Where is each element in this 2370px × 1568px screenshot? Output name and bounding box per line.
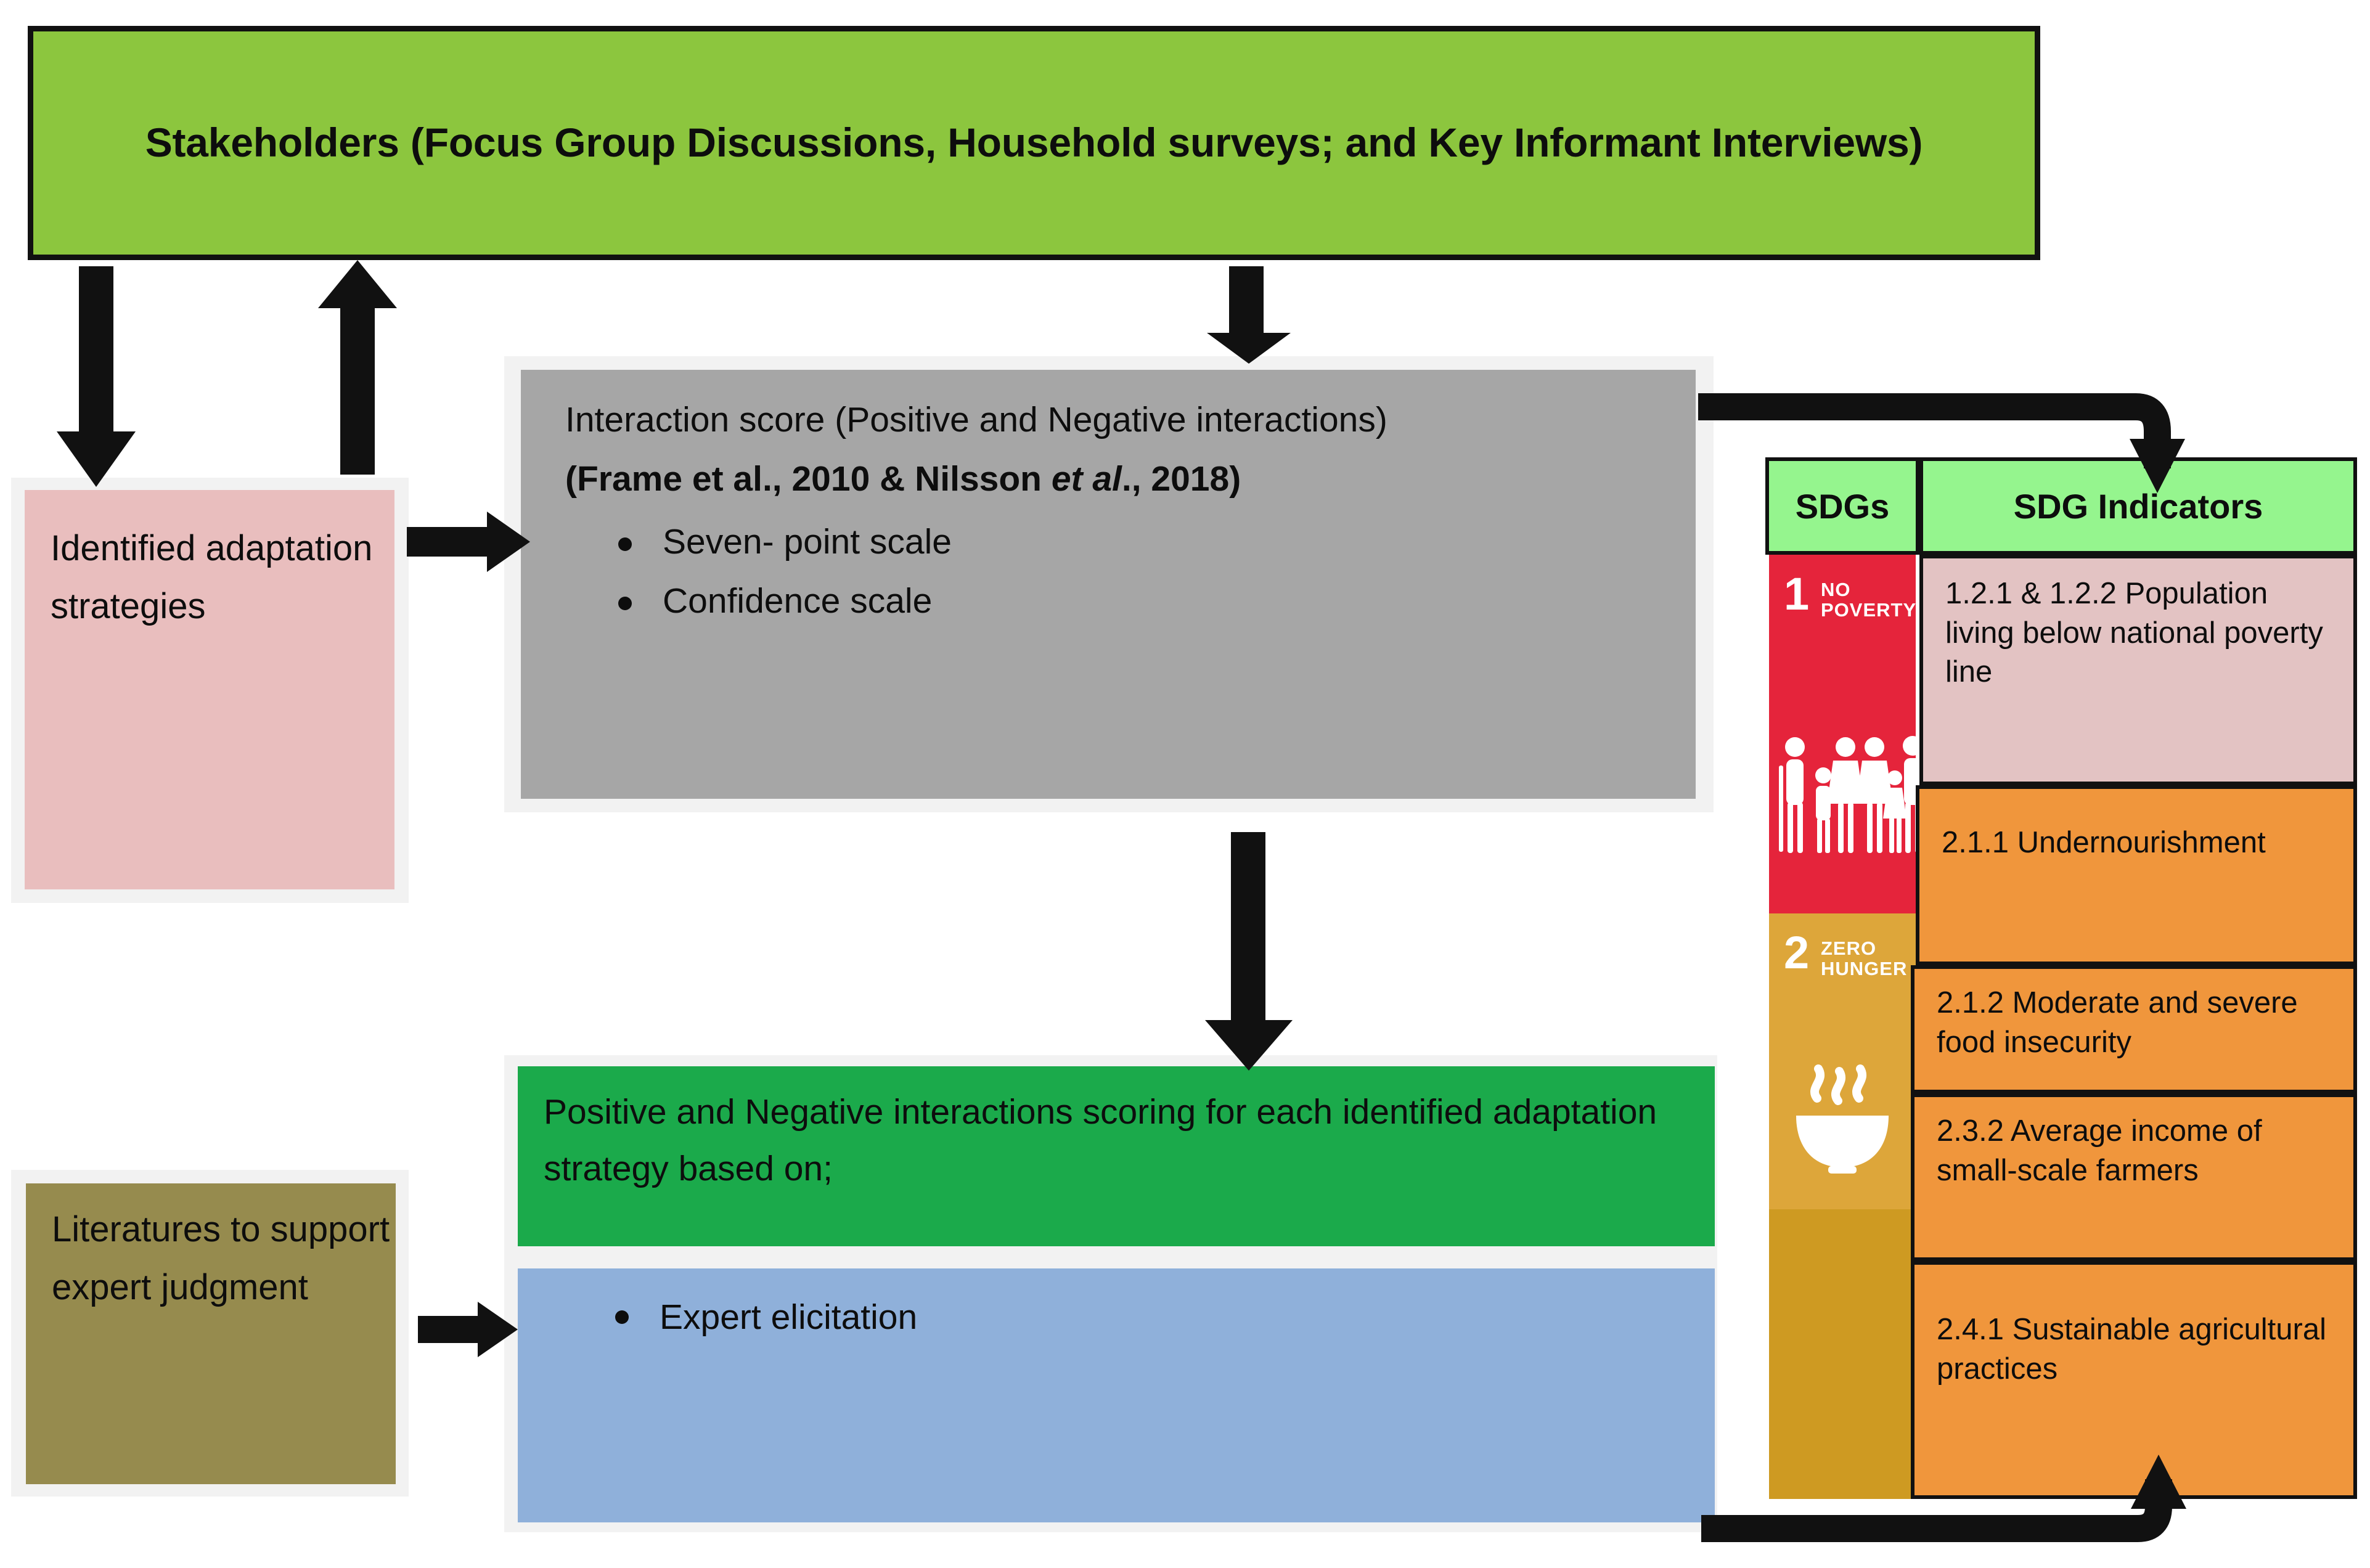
sdg-indicator-row-3: 2.1.2 Moderate and severe food insecurit… [1911,965,2357,1093]
sdg-indicator-row-1: 1.2.1 & 1.2.2 Population living below na… [1919,555,2357,785]
list-item: Confidence scale [618,582,1696,620]
sdg-table: SDGs SDG Indicators 1 NO POVERTY [1765,457,2357,1499]
identified-strategies-label: Identified adaptation strategies [51,528,373,626]
arrow-stakeholders-to-strategies [57,266,136,487]
stakeholders-title: Stakeholders (Focus Group Discussions, H… [145,120,1923,166]
sdg-goal-2-number: 2 [1784,927,1810,978]
sdg-indicator-label: 2.1.1 Undernourishment [1942,826,2266,859]
sdg-table-header-goals: SDGs [1765,457,1919,555]
list-item: Expert elicitation [615,1297,1715,1337]
sdg-goal-2-label: ZERO HUNGER [1821,938,1907,979]
sdg-goal-1-number: 1 [1784,568,1810,619]
sdg-goal-2-line1: ZERO [1821,937,1877,959]
interaction-score-bullet-list: Seven- point scale Confidence scale [521,523,1696,620]
expert-elicitation-box: Expert elicitation [518,1268,1715,1522]
citation-et-al: et al [1051,459,1122,499]
literatures-box: Literatures to support expert judgment [26,1183,396,1484]
list-item: Seven- point scale [618,523,1696,561]
sdg-goal-1-line1: NO [1821,579,1851,600]
sdg-indicator-row-5: 2.4.1 Sustainable agricultural practices [1911,1261,2357,1499]
scoring-box: Positive and Negative interactions scori… [518,1066,1715,1246]
sdg-goal-1-tile: 1 NO POVERTY [1769,555,1916,913]
literatures-label: Literatures to support expert judgment [52,1209,390,1307]
scoring-label: Positive and Negative interactions scori… [544,1092,1657,1189]
sdg-indicator-label: 2.4.1 Sustainable agricultural practices [1937,1313,2326,1386]
citation-part-b: ., 2018) [1121,459,1241,499]
no-poverty-family-icon [1779,736,1916,853]
sdg-header-label: SDGs [1795,486,1890,526]
citation-part-a: (Frame et al., 2010 & Nilsson [565,459,1052,499]
sdg-table-header-indicators: SDG Indicators [1919,457,2357,555]
arrow-literatures-to-expert-elicitation [418,1302,518,1357]
sdg-goal-1-label: NO POVERTY [1821,579,1916,621]
interaction-score-citation: (Frame et al., 2010 & Nilsson et al., 20… [521,440,1696,499]
arrow-stakeholders-to-interaction-score [1207,266,1291,364]
sdg-goal-2-tile: 2 ZERO HUNGER [1769,913,1916,1209]
arrow-strategies-to-stakeholders [318,260,397,475]
interaction-score-line1: Interaction score (Positive and Negative… [565,400,1387,439]
stakeholders-box: Stakeholders (Focus Group Discussions, H… [28,26,2040,260]
identified-strategies-box: Identified adaptation strategies [25,490,394,889]
sdg-indicator-label: 2.3.2 Average income of small-scale farm… [1937,1114,2262,1187]
expert-elicitation-bullet-list: Expert elicitation [518,1268,1715,1337]
arrow-interaction-score-to-scoring [1205,832,1293,1071]
interaction-score-box: Interaction score (Positive and Negative… [521,370,1696,799]
sdg-indicator-label: 1.2.1 & 1.2.2 Population living below na… [1945,577,2323,689]
sdg-indicator-label: 2.1.2 Moderate and severe food insecurit… [1937,986,2298,1059]
zero-hunger-bowl-icon [1796,1064,1889,1174]
sdg-indicator-row-4: 2.3.2 Average income of small-scale farm… [1911,1093,2357,1261]
sdg-goal-1-line2: POVERTY [1821,599,1916,621]
sdg-goal-2-tile-extension [1769,1209,1916,1499]
sdg-goal-2-line2: HUNGER [1821,958,1908,980]
sdg-indicator-row-2: 2.1.1 Undernourishment [1916,785,2357,965]
sdg-indicators-header-label: SDG Indicators [2013,486,2263,526]
